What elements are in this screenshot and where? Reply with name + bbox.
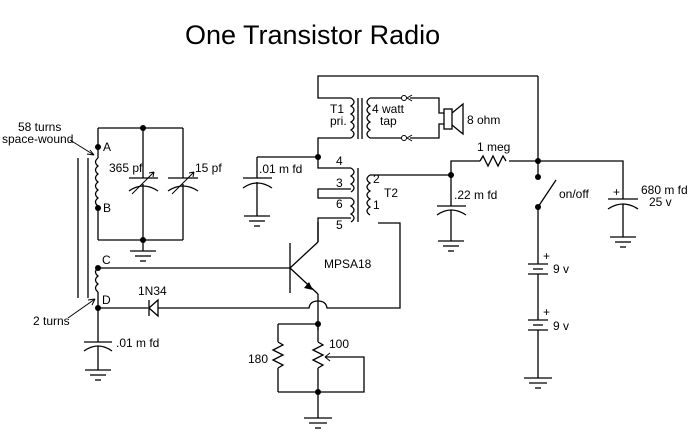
tap-b-dot <box>95 205 101 211</box>
collector-cap-label: .01 m fd <box>259 162 302 176</box>
transformer-t2 <box>317 157 451 242</box>
t2-pin-1: 1 <box>373 198 380 212</box>
coupling-turns-label: 2 turns <box>33 314 70 328</box>
speaker-label: 8 ohm <box>467 113 500 127</box>
coupling-coil <box>94 267 100 308</box>
battery2-label: 9 v <box>553 319 569 333</box>
diode-icon <box>148 298 159 318</box>
tap-a-label: A <box>103 140 111 154</box>
bias-resistor-label: 1 meg <box>477 140 510 154</box>
battery-icon <box>528 319 548 378</box>
fixed-resistor-label: 180 <box>248 352 268 366</box>
variable-capacitor-365 <box>128 128 159 240</box>
main-cap-label: 365 pf <box>109 161 143 175</box>
switch-contact-dot <box>535 174 541 180</box>
transistor-icon <box>289 222 319 330</box>
bypass-cap-label: .01 m fd <box>116 336 159 350</box>
battery2-plus: + <box>543 305 550 319</box>
page-title: One Transistor Radio <box>185 20 440 50</box>
tap-watt-label: 4 watt <box>372 102 405 116</box>
tap-a-dot <box>95 144 101 150</box>
wire <box>450 160 480 175</box>
filter-cap-plus: + <box>613 185 620 199</box>
t1-label: T1 <box>330 102 344 116</box>
variable-capacitor-15 <box>167 128 199 240</box>
battery1-label: 9 v <box>553 262 569 276</box>
tap-b-label: B <box>103 201 111 215</box>
capacitor-collector <box>242 156 318 227</box>
speaker-icon <box>443 102 464 136</box>
filter-cap-value: 680 m fd <box>641 183 688 197</box>
ground-icon <box>524 377 552 389</box>
transformer-t1 <box>317 94 444 157</box>
t2-pin-4: 4 <box>336 154 343 168</box>
diode-label: 1N34 <box>138 284 167 298</box>
tap-d-label: D <box>102 293 111 307</box>
t2-pin-6: 6 <box>336 197 343 211</box>
battery1-plus: + <box>543 249 550 263</box>
resistor-180 <box>271 324 285 392</box>
coil-turns-label: 58 turns <box>18 120 61 134</box>
capacitor-bypass <box>83 308 113 370</box>
ferrite-rod <box>77 158 89 298</box>
switch-icon[interactable] <box>537 179 557 208</box>
t2-pin-3: 3 <box>336 176 343 190</box>
variable-resistor-label: 100 <box>329 337 349 351</box>
tap-label: tap <box>380 114 397 128</box>
t2-pin-5: 5 <box>336 218 343 232</box>
capacitor-filter <box>607 198 639 248</box>
t2-label: T2 <box>384 186 398 200</box>
capacitor-bias <box>436 175 467 252</box>
ground-icon <box>130 240 156 262</box>
switch-label: on/off <box>559 187 589 201</box>
t2-pin-2: 2 <box>373 172 380 186</box>
tap-c-label: C <box>102 253 111 267</box>
arrow-icon <box>67 298 96 319</box>
arrow-icon <box>69 139 95 156</box>
potentiometer-100 <box>311 324 365 393</box>
wire <box>538 160 624 199</box>
battery-icon <box>528 263 548 320</box>
coil-wound-label: space-wound <box>2 132 73 146</box>
supply-top-wire <box>317 75 538 99</box>
bias-cap-label: .22 m fd <box>454 188 497 202</box>
filter-cap-voltage: 25 v <box>649 195 672 209</box>
t1-pri-label: pri. <box>330 114 347 128</box>
resistor-1meg <box>479 154 538 168</box>
transistor-label: MPSA18 <box>324 257 372 271</box>
ground-icon <box>85 369 111 381</box>
trim-cap-label: 15 pf <box>195 161 222 175</box>
ground-icon <box>304 392 332 429</box>
